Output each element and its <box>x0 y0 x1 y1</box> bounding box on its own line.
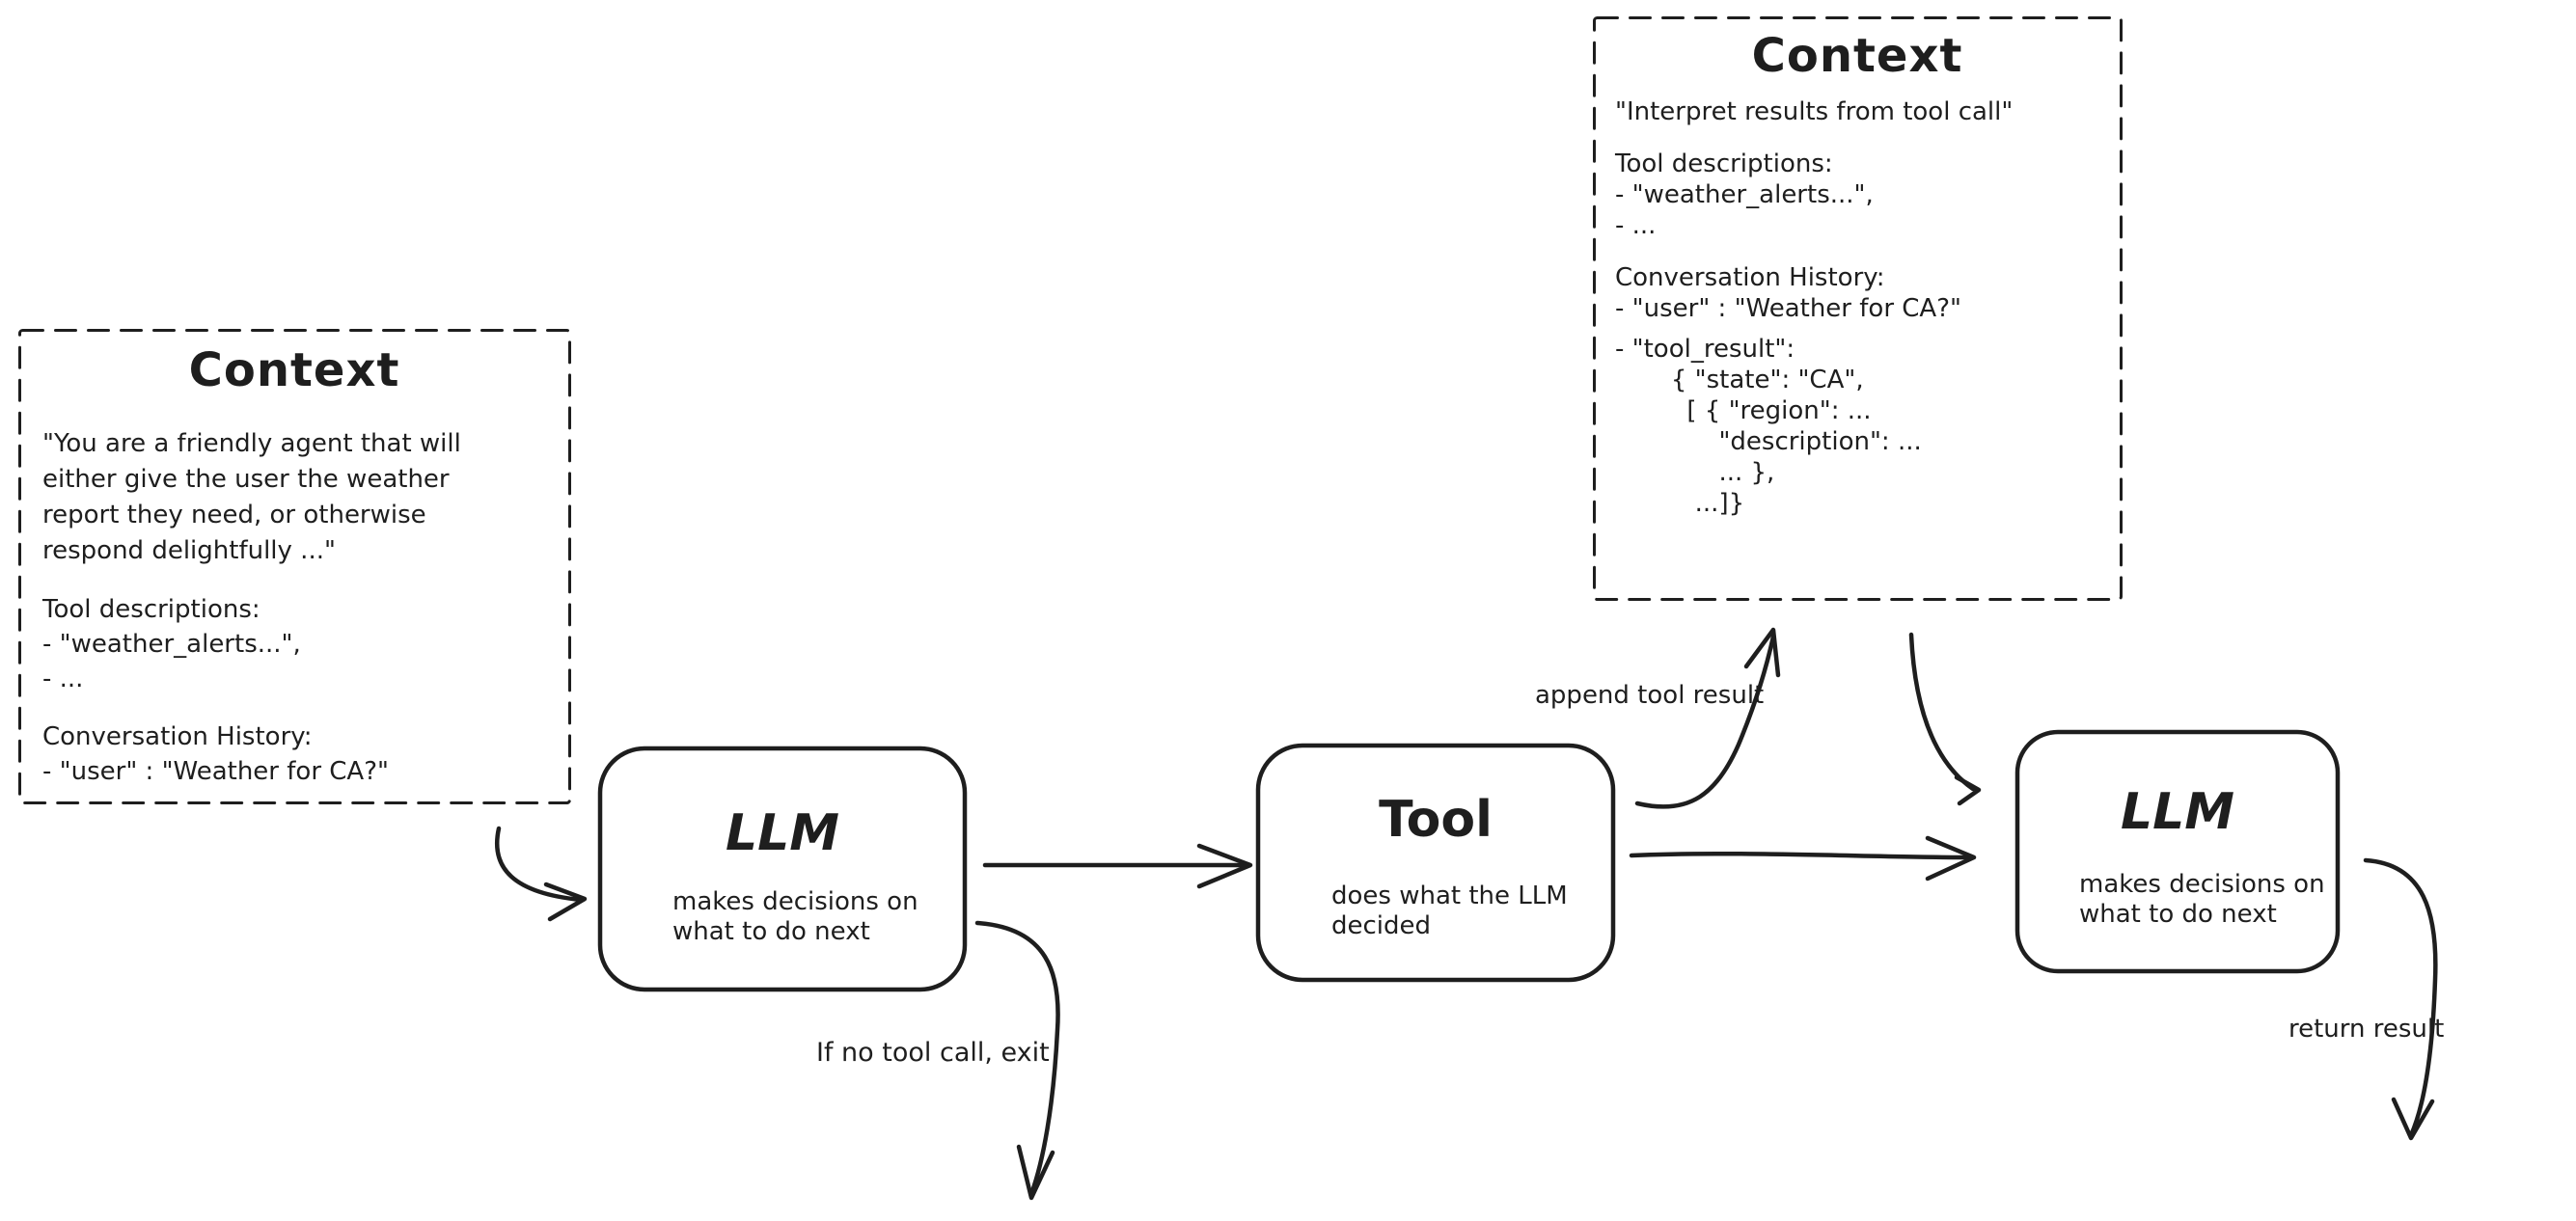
conversation-history-heading: Conversation History: <box>42 722 313 751</box>
tool-descriptions-heading: Tool descriptions: <box>42 595 260 624</box>
tool-node-title: Tool <box>1379 791 1493 849</box>
tool-result-line: [ { "region": ... <box>1615 396 1872 425</box>
llm2-node-title: LLM <box>2120 783 2234 841</box>
interpret-instruction-text: "Interpret results from tool call" <box>1615 97 2014 126</box>
llm2-node-subtitle: makes decisions on what to do next <box>2079 870 2325 929</box>
context-right-title: Context <box>1751 29 1963 83</box>
history-item: - "user" : "Weather for CA?" <box>1615 294 1961 323</box>
tool-description-item: - ... <box>1615 211 1657 240</box>
system-prompt-text: "You are a friendly agent that will eith… <box>42 429 461 565</box>
context-left-title: Context <box>188 343 400 397</box>
tool-node-border <box>1255 743 1616 983</box>
tool-result-line: "description": ... <box>1615 427 1922 456</box>
llm1-node-subtitle: makes decisions on what to do next <box>672 887 918 946</box>
llm1-node-title: LLM <box>725 804 839 862</box>
tool-result-line: - "tool_result": <box>1615 335 1795 364</box>
return-result-label: return result <box>2288 1015 2445 1044</box>
arrow-tool-to-llm2 <box>1629 835 1977 882</box>
tool-descriptions-heading: Tool descriptions: <box>1615 149 1833 178</box>
tool-result-line: ...]} <box>1615 489 1745 518</box>
tool-result-line: { "state": "CA", <box>1615 366 1864 394</box>
arrow-append-tool-result <box>1634 627 1781 809</box>
context-right-border <box>1593 16 2123 601</box>
arrow-llm1-to-tool <box>982 843 1253 889</box>
tool-description-item: - ... <box>42 665 84 693</box>
arrow-context-left-to-llm1 <box>494 826 588 922</box>
context-right-box: Context "Interpret results from tool cal… <box>1594 17 2121 519</box>
context-left-box: Context "You are a friendly agent that w… <box>19 330 569 789</box>
tool-description-item: - "weather_alerts...", <box>42 630 301 659</box>
arrow-return-result <box>2363 857 2438 1141</box>
tool-result-line: ... }, <box>1615 458 1775 487</box>
tool-description-item: - "weather_alerts...", <box>1615 180 1874 209</box>
history-item: - "user" : "Weather for CA?" <box>42 757 389 786</box>
llm2-node-border <box>2014 729 2341 974</box>
arrow-llm1-exit <box>974 920 1060 1201</box>
conversation-history-heading: Conversation History: <box>1615 263 1885 292</box>
append-tool-result-label: append tool result <box>1535 681 1765 710</box>
llm1-node-border <box>597 746 968 992</box>
arrow-context-right-to-llm2 <box>1908 632 1982 806</box>
context-left-border <box>18 329 571 804</box>
no-tool-call-exit-label: If no tool call, exit <box>816 1038 1050 1068</box>
tool-node-subtitle: does what the LLM decided <box>1331 882 1568 940</box>
